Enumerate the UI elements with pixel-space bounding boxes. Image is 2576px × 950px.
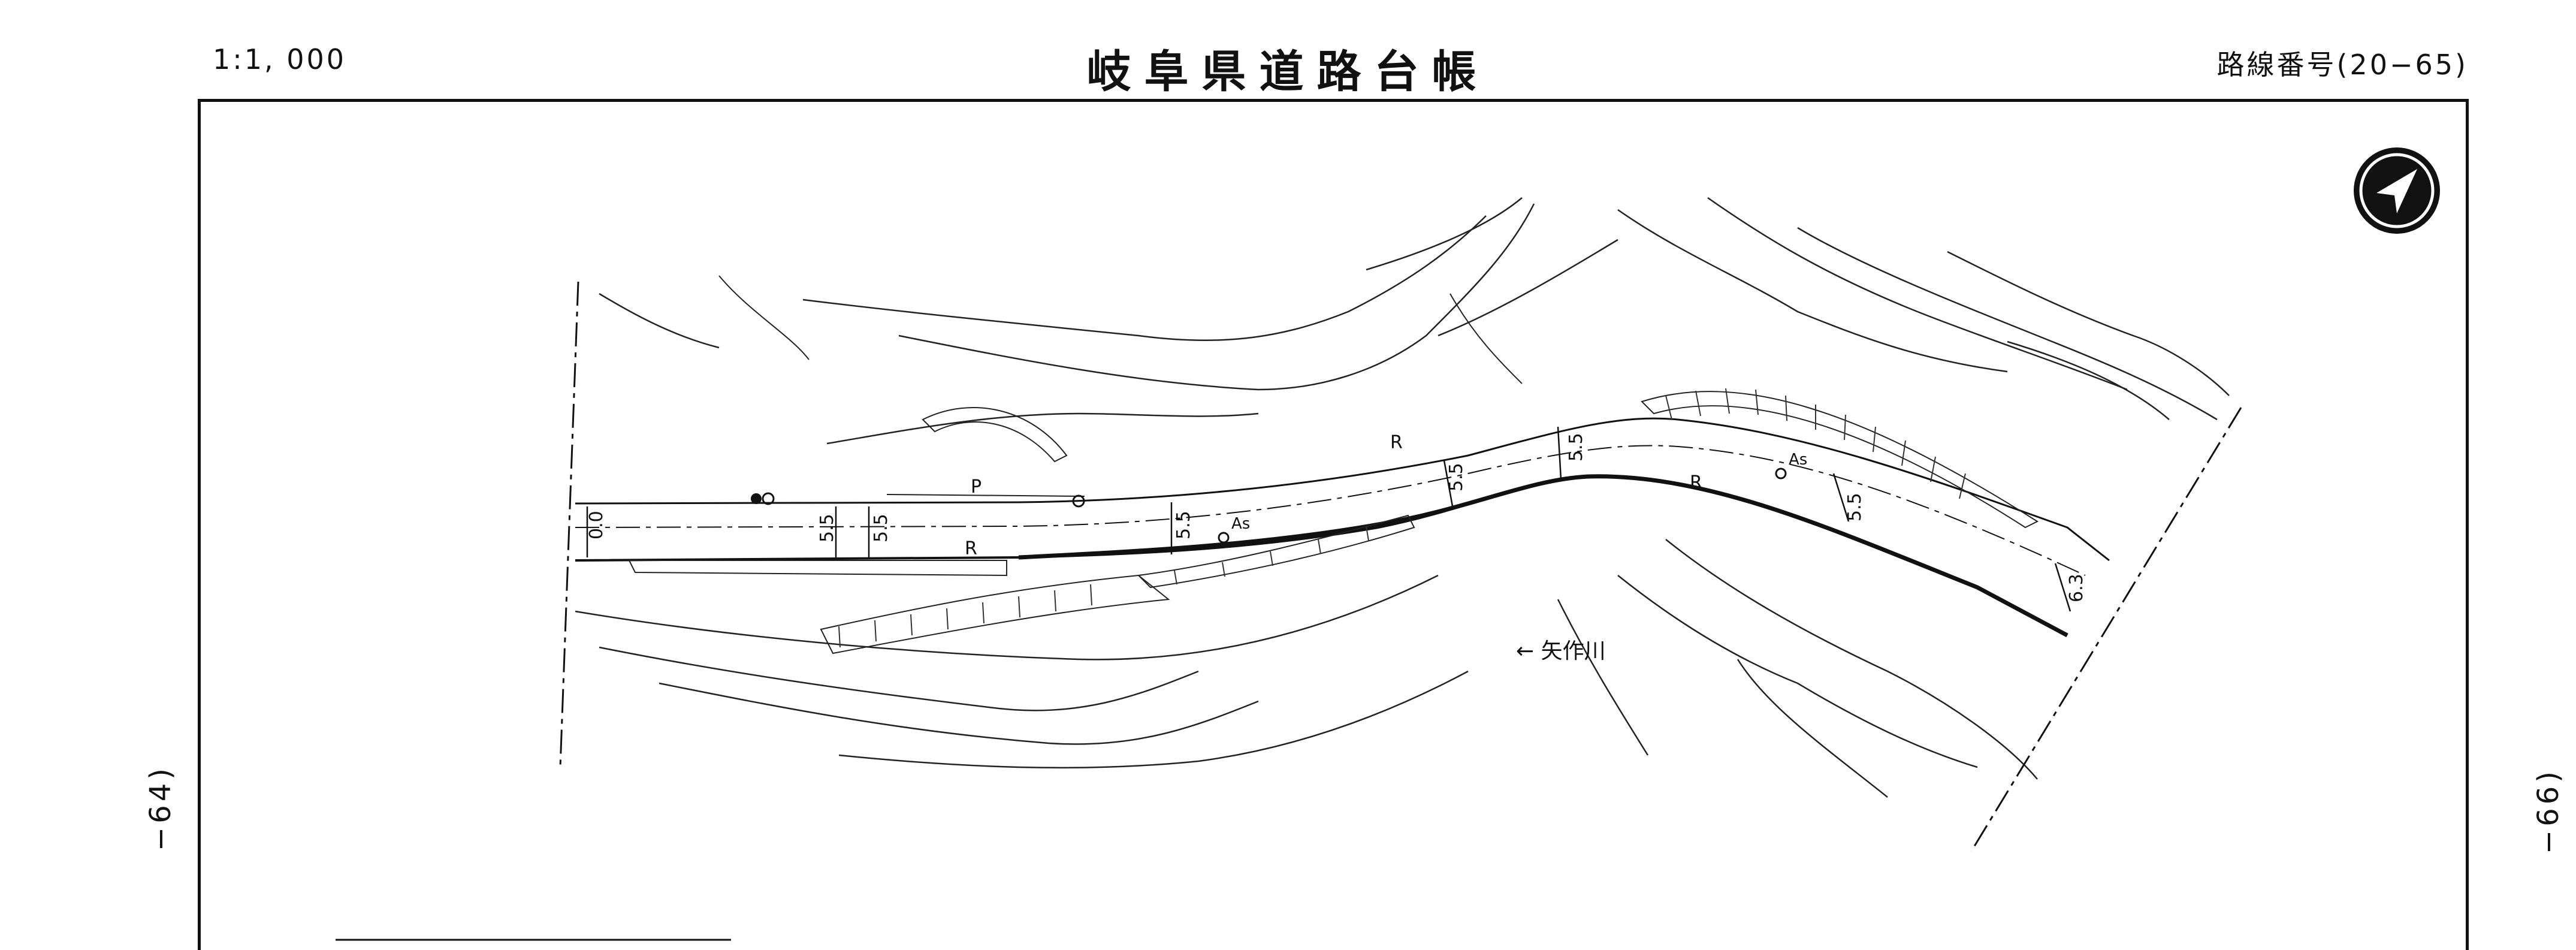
width-label: 5.5	[1566, 433, 1587, 462]
width-label: 5.5	[1173, 511, 1194, 539]
marker-r: R	[1390, 432, 1403, 453]
survey-point-icon	[1218, 532, 1230, 544]
marker-p: P	[971, 476, 982, 497]
north-arrow-icon	[2354, 147, 2440, 234]
road-edges	[575, 417, 2110, 638]
width-label: 6.3	[2066, 574, 2087, 602]
marker-r: R	[965, 538, 977, 559]
page-title: 岐阜県道路台帳	[1086, 46, 1490, 98]
map-scale: 1:1, 000	[213, 43, 347, 76]
width-label: 0.0	[586, 511, 607, 539]
utility-pole-icon	[751, 493, 762, 504]
river-label: ← 矢作川	[1516, 639, 1606, 664]
slope-hatching	[628, 275, 2039, 655]
boundary-lines	[559, 281, 2242, 852]
width-labels: 0.0 5.5 5.5 5.5 5.5 5.5 5.5 6.3	[586, 433, 2087, 602]
width-label: 5.5	[1844, 493, 1865, 521]
markers: P R R R As As	[751, 432, 1807, 559]
marker-as: As	[1789, 451, 1807, 469]
width-label: 5.5	[817, 514, 838, 542]
width-label: 5.5	[871, 514, 892, 542]
width-label: 5.5	[1446, 463, 1467, 491]
marker-r: R	[1690, 472, 1702, 493]
width-ticks	[586, 426, 2071, 612]
survey-point-icon	[1775, 468, 1787, 479]
utility-pole-icon	[762, 492, 775, 505]
route-number: 路線番号(20−65)	[2216, 49, 2468, 81]
contour-lines	[575, 197, 2230, 798]
marker-as: As	[1231, 515, 1250, 533]
hatch-ticks	[838, 388, 1966, 648]
map-frame	[198, 99, 2469, 950]
utility-pole-icon	[1072, 494, 1085, 508]
